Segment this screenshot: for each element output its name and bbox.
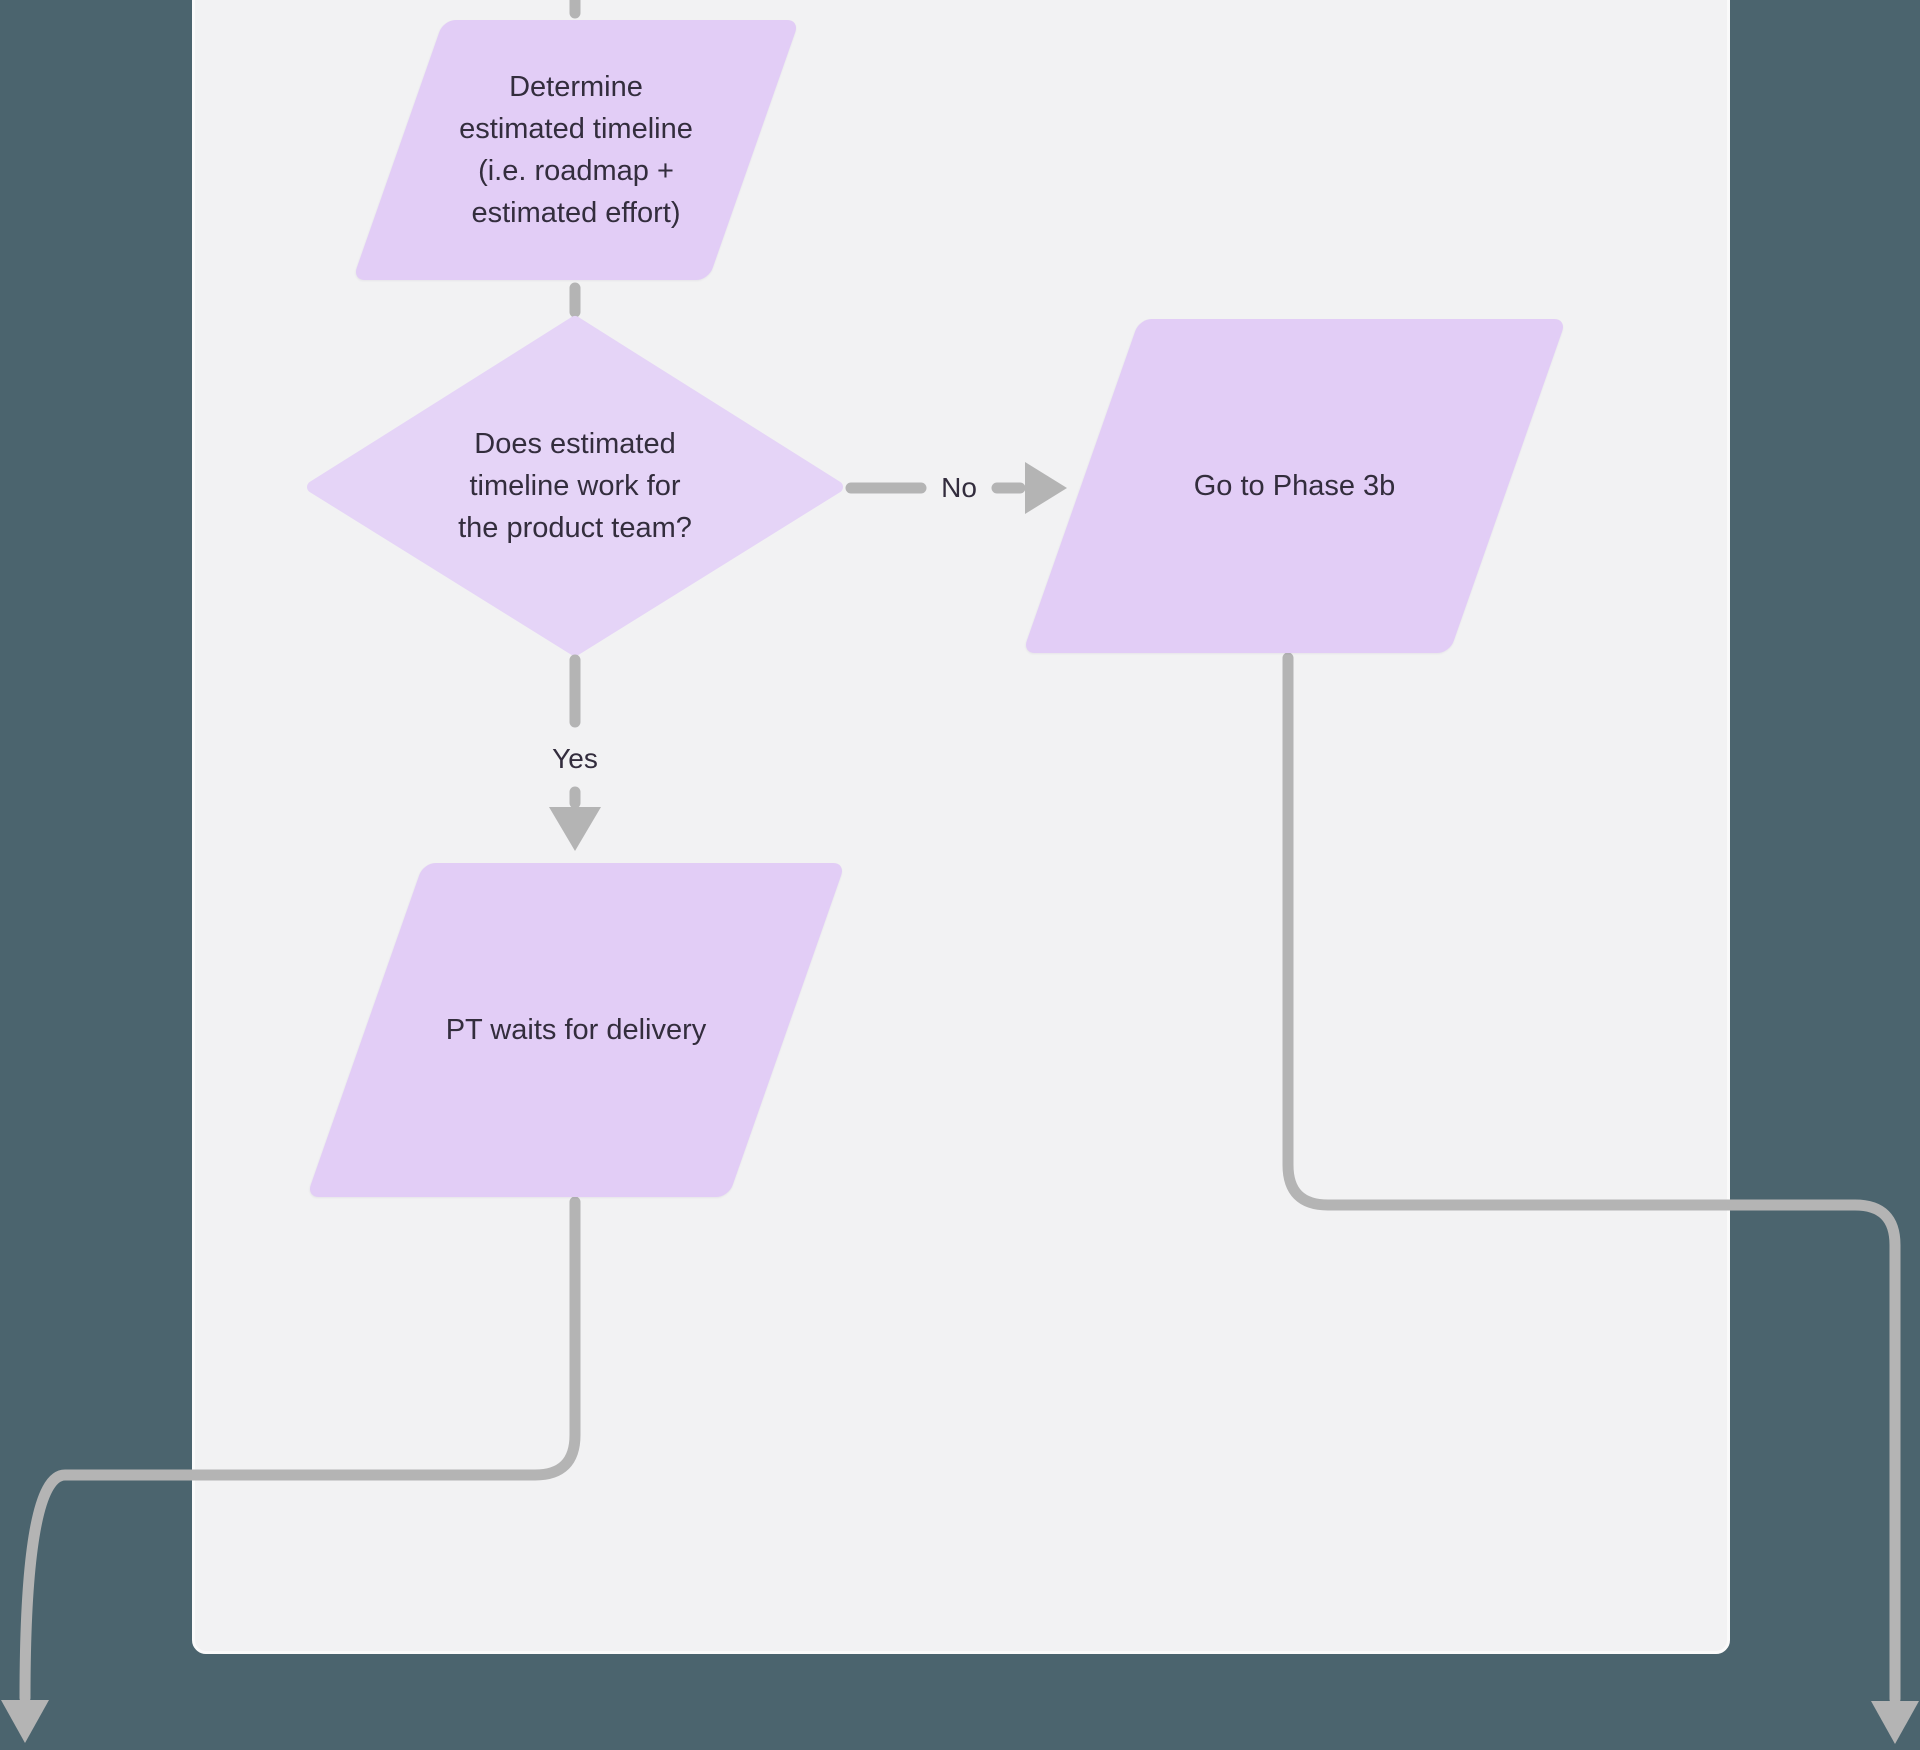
edge-phase3b-out[interactable] — [1282, 652, 1919, 1744]
edge-label-yes[interactable]: Yes — [552, 743, 598, 774]
yes-arrowhead — [549, 807, 601, 851]
edge-yes-branch[interactable] — [549, 654, 601, 851]
pt-waits-out-arrowhead — [1, 1700, 49, 1743]
edge-no-branch[interactable] — [845, 462, 1067, 514]
decision-diamond-shape[interactable] — [307, 316, 843, 656]
no-arrowhead — [1025, 462, 1067, 514]
edge-label-no[interactable]: No — [941, 472, 977, 503]
edge-pt-waits-out[interactable] — [1, 1196, 581, 1743]
phase3b-out-arrowhead — [1871, 1701, 1919, 1744]
